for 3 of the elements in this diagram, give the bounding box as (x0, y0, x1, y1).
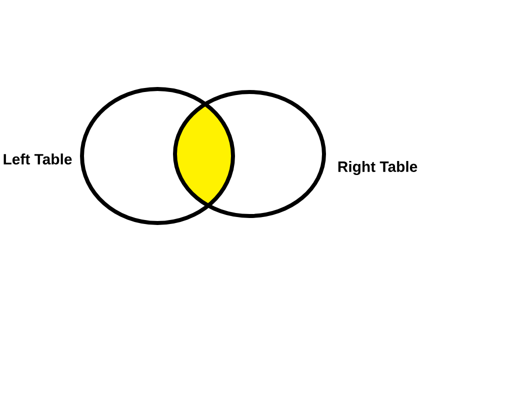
set-label: Right Table (338, 161, 418, 175)
overlap-region (175, 104, 233, 206)
set-label: Left Table (4, 154, 72, 164)
